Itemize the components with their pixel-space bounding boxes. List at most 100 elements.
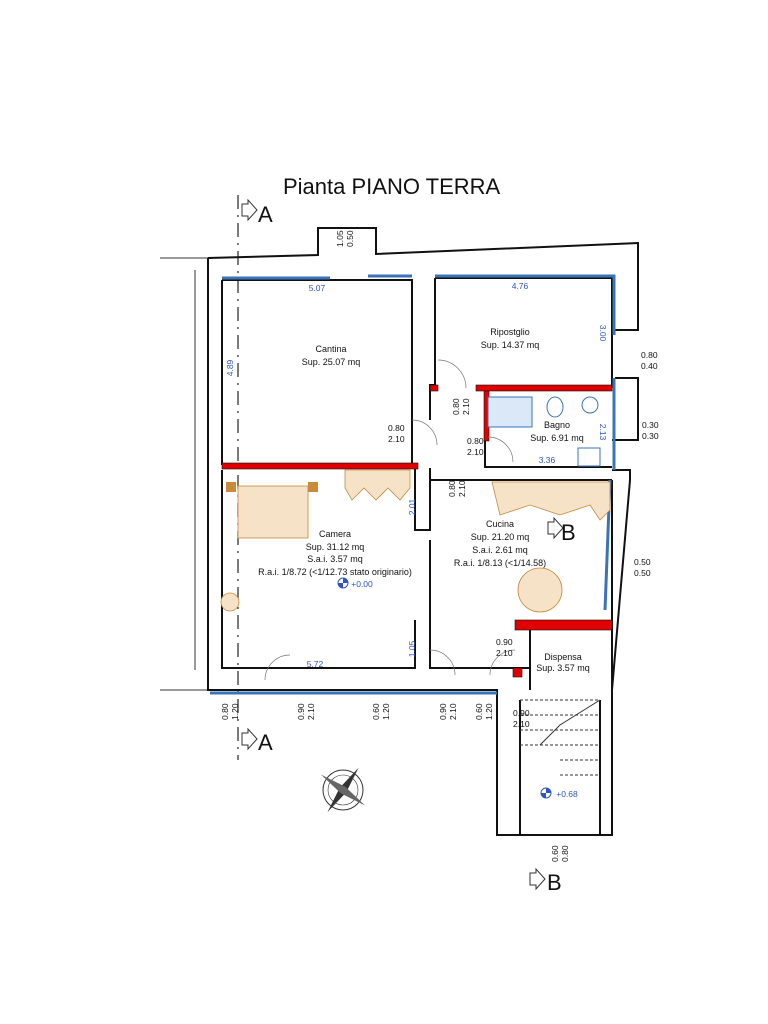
room-name: Bagno	[544, 420, 570, 430]
room-bagno: Bagno Sup. 6.91 mq	[530, 420, 584, 443]
svg-text:0.30: 0.30	[642, 431, 659, 441]
kitchen-counter-icon	[491, 481, 611, 521]
svg-text:2.10: 2.10	[496, 648, 513, 658]
bed-icon	[237, 485, 309, 539]
section-marker-b-top: B	[547, 516, 576, 545]
opening-label: 0.500.50	[634, 557, 651, 578]
shower-icon	[487, 396, 533, 428]
opening-label: 0.902.10	[513, 708, 530, 729]
wardrobe-icon	[344, 469, 411, 501]
room-dispensa: Dispensa Sup. 3.57 mq	[536, 652, 590, 673]
level-marker-ground: +0.00	[337, 577, 373, 589]
svg-text:2.10: 2.10	[448, 703, 458, 720]
room-area: Sup. 31.12 mq	[306, 542, 365, 552]
section-label: A	[258, 730, 273, 755]
room-cantina: Cantina Sup. 25.07 mq	[302, 344, 361, 367]
stairs-line	[539, 699, 601, 746]
svg-text:0.80: 0.80	[560, 845, 570, 862]
svg-text:0.80: 0.80	[451, 398, 461, 415]
room-rai: R.a.i. 1/8.13 (<1/14.58)	[454, 558, 546, 568]
svg-text:0.90: 0.90	[296, 703, 306, 720]
opening-label: 0.902.10	[496, 637, 513, 658]
section-label: B	[547, 870, 562, 895]
dimension-label: 2.01	[407, 498, 417, 515]
room-sai: S.a.i. 2.61 mq	[472, 545, 528, 555]
stairs-icon	[520, 699, 600, 776]
room-name: Ripostglio	[490, 327, 530, 337]
dimensions: 5.07 4.76 3.00 4.89 2.13 3.36 2.01 1.05 …	[225, 281, 608, 669]
dimension-label: 2.13	[598, 424, 608, 441]
section-arrow-icon	[241, 198, 258, 222]
room-area: Sup. 3.57 mq	[536, 663, 590, 673]
toilet-icon	[581, 396, 599, 414]
dimension-label: 1.05	[407, 640, 417, 657]
svg-text:0.90: 0.90	[438, 703, 448, 720]
svg-text:0.80: 0.80	[447, 480, 457, 497]
room-name: Dispensa	[544, 652, 582, 662]
dimension-label: 3.00	[598, 325, 608, 342]
dimension-label: 4.89	[225, 359, 235, 376]
svg-text:0.40: 0.40	[641, 361, 658, 371]
svg-text:2.10: 2.10	[461, 398, 471, 415]
opening-label: 0.802.10	[388, 423, 405, 444]
svg-text:0.50: 0.50	[634, 568, 651, 578]
door-swings	[264, 359, 516, 681]
room-area: Sup. 14.37 mq	[481, 340, 540, 350]
room-area: Sup. 25.07 mq	[302, 357, 361, 367]
section-arrow-icon	[547, 516, 564, 540]
new-walls	[221, 384, 613, 678]
section-marker-a-bottom: A	[241, 727, 273, 755]
svg-text:1.20: 1.20	[381, 703, 391, 720]
room-name: Cantina	[315, 344, 346, 354]
section-arrow-icon	[529, 867, 546, 891]
dining-table-icon	[517, 567, 563, 613]
room-area: Sup. 6.91 mq	[530, 433, 584, 443]
room-name: Camera	[319, 529, 351, 539]
room-area: Sup. 21.20 mq	[471, 532, 530, 542]
svg-text:0.80: 0.80	[388, 423, 405, 433]
section-arrow-icon	[241, 727, 258, 751]
level-value: +0.68	[556, 789, 578, 799]
adjacent-building	[160, 257, 209, 691]
section-marker-a-top: A	[241, 198, 273, 227]
section-label: B	[561, 520, 576, 545]
dimension-label: 5.07	[309, 283, 326, 293]
svg-text:0.60: 0.60	[474, 703, 484, 720]
dimension-label: 3.36	[539, 455, 556, 465]
nightstand-icon	[308, 482, 318, 492]
svg-text:0.80: 0.80	[467, 436, 484, 446]
room-ripostiglio: Ripostglio Sup. 14.37 mq	[481, 327, 540, 350]
svg-text:2.10: 2.10	[467, 447, 484, 457]
svg-text:1.05: 1.05	[335, 230, 345, 247]
opening-label: 0.800.40	[641, 350, 658, 371]
svg-text:0.50: 0.50	[345, 230, 355, 247]
nightstand-icon	[226, 482, 236, 492]
section-label: A	[258, 202, 273, 227]
room-name: Cucina	[486, 519, 514, 529]
svg-text:0.30: 0.30	[642, 420, 659, 430]
dimension-label: 5.72	[307, 659, 324, 669]
room-camera: Camera Sup. 31.12 mq S.a.i. 3.57 mq R.a.…	[258, 529, 412, 577]
svg-text:0.60: 0.60	[550, 845, 560, 862]
svg-text:1.20: 1.20	[484, 703, 494, 720]
svg-text:0.60: 0.60	[371, 703, 381, 720]
svg-text:0.50: 0.50	[634, 557, 651, 567]
insulation-lines	[210, 274, 616, 695]
plan-title: Pianta PIANO TERRA	[283, 174, 501, 199]
room-rai: R.a.i. 1/8.72 (<1/12.73 stato originario…	[258, 567, 412, 577]
svg-text:2.10: 2.10	[306, 703, 316, 720]
level-marker-stair: +0.68	[540, 787, 578, 799]
level-value: +0.00	[351, 579, 373, 589]
svg-text:0.90: 0.90	[496, 637, 513, 647]
furniture	[220, 396, 611, 776]
bidet-icon	[546, 396, 564, 418]
